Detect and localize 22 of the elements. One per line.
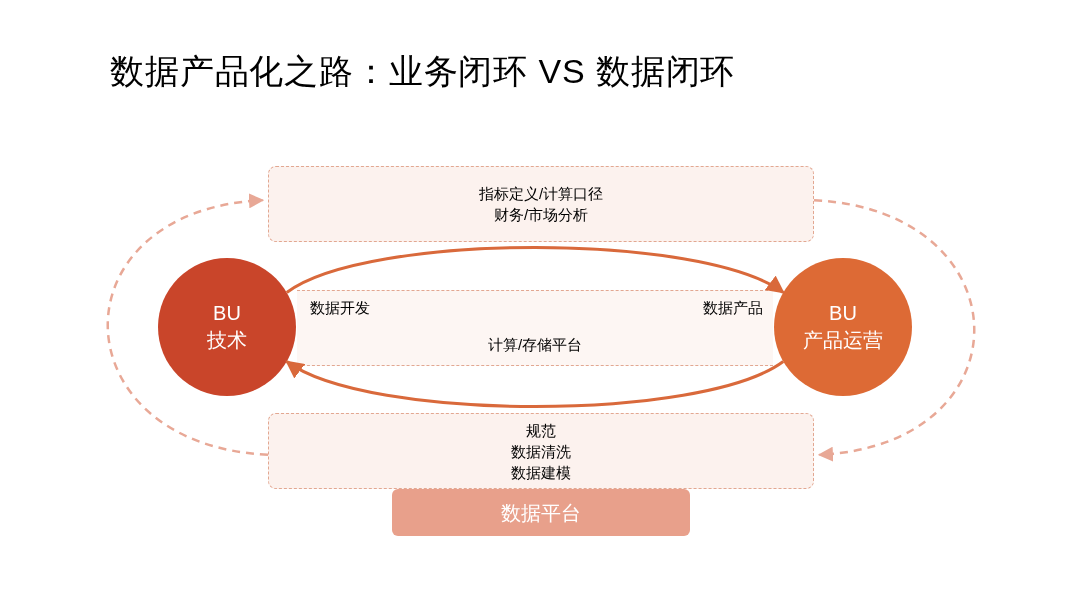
dashed-arrow xyxy=(813,198,976,461)
circle-text: 产品运营 xyxy=(803,328,883,353)
box-text: 指标定义/计算口径 xyxy=(478,184,604,204)
dashed-arrow xyxy=(106,194,269,457)
dashed-box xyxy=(268,413,814,489)
band-label: 计算/存储平台 xyxy=(487,335,583,355)
dashed-box xyxy=(268,166,814,242)
curved-arrow xyxy=(286,246,785,294)
circle-text: BU xyxy=(213,301,241,326)
dashed-band xyxy=(297,290,773,366)
title: 数据产品化之路：业务闭环 VS 数据闭环 xyxy=(110,51,736,92)
box-text: 规范 xyxy=(526,420,556,441)
circle-text: 技术 xyxy=(207,328,247,353)
box-text: 财务/市场分析 xyxy=(493,205,589,225)
band-label: 数据产品 xyxy=(703,298,763,318)
platform-bar xyxy=(392,489,690,536)
box-text: 数据建模 xyxy=(511,462,571,483)
box-text: 数据清洗 xyxy=(511,441,571,462)
band-label: 数据开发 xyxy=(310,298,370,318)
circle-text: BU xyxy=(829,301,857,326)
curved-arrow xyxy=(285,360,784,408)
bar-text: 数据平台 xyxy=(501,500,581,526)
